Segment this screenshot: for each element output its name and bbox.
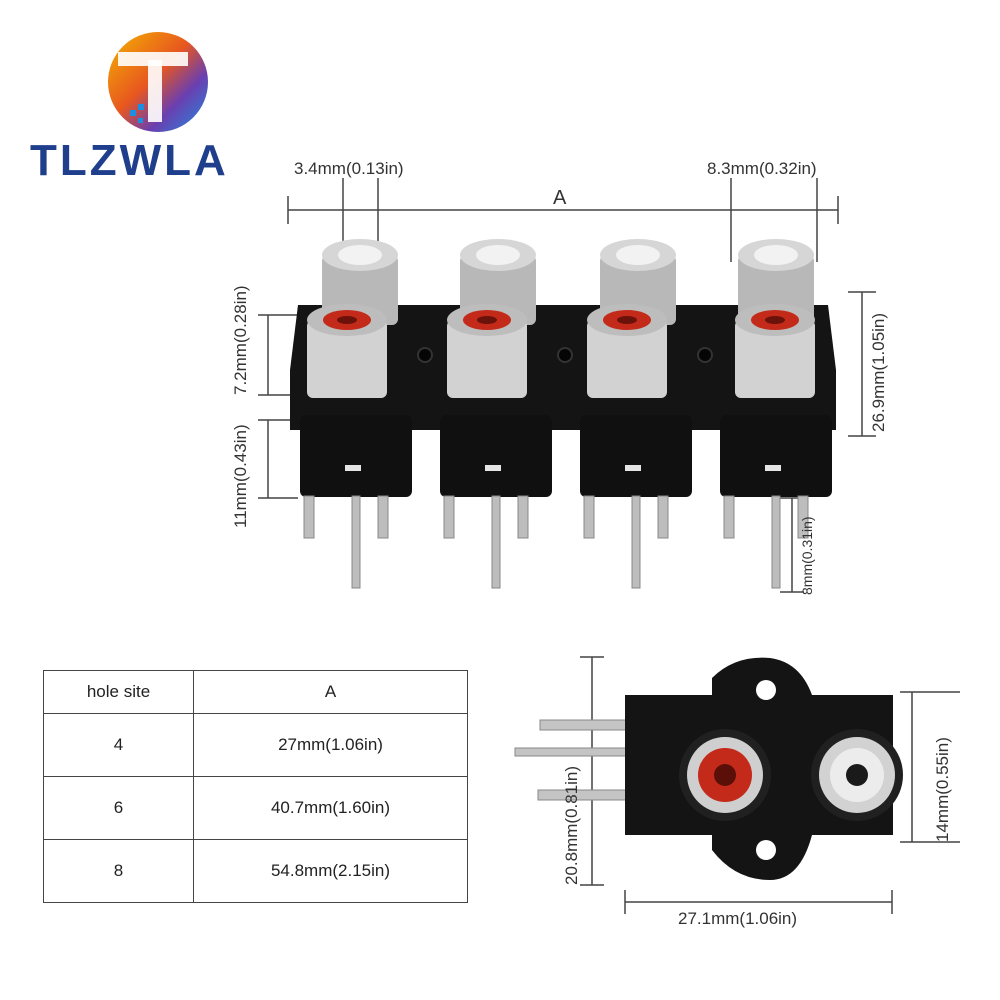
logo-globe-icon — [108, 32, 208, 132]
table-row: 4 27mm(1.06in) — [43, 713, 468, 777]
side-jack-height-label: 14mm(0.55in) — [933, 737, 952, 842]
side-height-label: 20.8mm(0.81in) — [562, 765, 581, 885]
table-header-a: A — [193, 670, 468, 714]
table-row: 6 40.7mm(1.60in) — [43, 776, 468, 840]
jack-width-label: 8.3mm(0.32in) — [707, 159, 817, 178]
jack-base-body — [290, 305, 836, 497]
side-dimension-lines — [580, 656, 960, 914]
table-cell-hole-site: 4 — [43, 713, 194, 777]
side-width-label: 27.1mm(1.06in) — [678, 909, 798, 928]
table-cell-a: 40.7mm(1.60in) — [193, 776, 468, 840]
table-row: 8 54.8mm(2.15in) — [43, 839, 468, 903]
spec-table: hole site A 4 27mm(1.06in) 6 40.7mm(1.60… — [43, 670, 468, 903]
brand-name: TLZWLA — [30, 136, 229, 185]
red-jack-row — [307, 304, 815, 398]
table-cell-a: 54.8mm(2.15in) — [193, 839, 468, 903]
dimension-a-label: A — [553, 187, 567, 209]
jack-pins — [303, 495, 809, 589]
table-cell-hole-site: 8 — [43, 839, 194, 903]
top-product-view — [258, 178, 876, 593]
pin-spacing-label: 3.4mm(0.13in) — [294, 159, 404, 178]
